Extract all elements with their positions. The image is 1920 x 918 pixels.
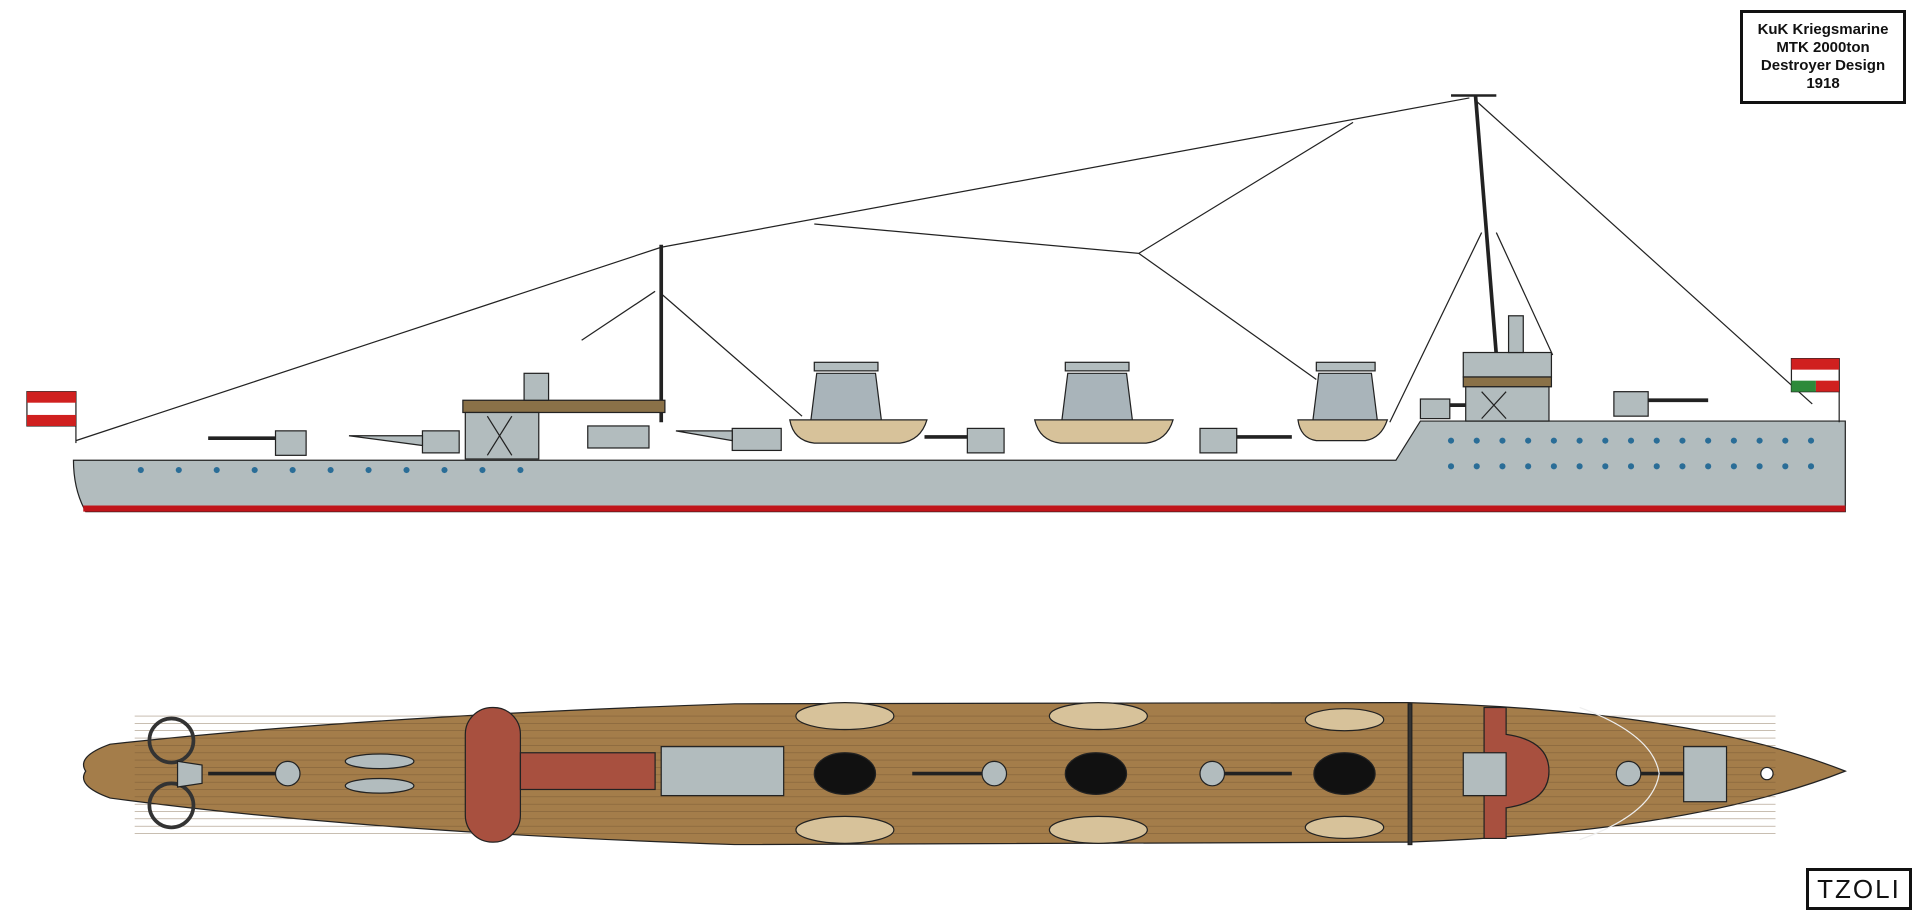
artist-signature: TZOLI (1806, 868, 1912, 910)
foremast (1473, 95, 1499, 356)
guns-top (176, 746, 1774, 803)
boot-topping (83, 505, 1846, 512)
title-box: KuK Kriegsmarine MTK 2000ton Destroyer D… (1740, 10, 1906, 104)
lifeboats-side (789, 419, 1389, 444)
jack-flag (1790, 358, 1840, 423)
bridge (1462, 351, 1553, 378)
portholes (137, 437, 1815, 474)
funnels (809, 361, 1379, 423)
aft-deckhouse-red (464, 706, 522, 843)
rigging-lines (75, 97, 1813, 442)
title-line-2: MTK 2000ton (1776, 39, 1870, 56)
hull-side (72, 420, 1846, 513)
funnels-top (813, 752, 1376, 795)
aft-platform (462, 399, 666, 414)
side-profile-view (26, 94, 1846, 513)
bridge-red (1483, 706, 1550, 840)
title-line-4: 1918 (1806, 75, 1840, 92)
title-line-3: Destroyer Design (1760, 57, 1886, 74)
stern-ensign-flag (26, 391, 77, 444)
deck-plan-view (82, 701, 1847, 846)
lifeboats-top (795, 701, 1385, 844)
title-line-1: KuK Kriegsmarine (1757, 21, 1889, 38)
guns-side (208, 391, 1709, 456)
